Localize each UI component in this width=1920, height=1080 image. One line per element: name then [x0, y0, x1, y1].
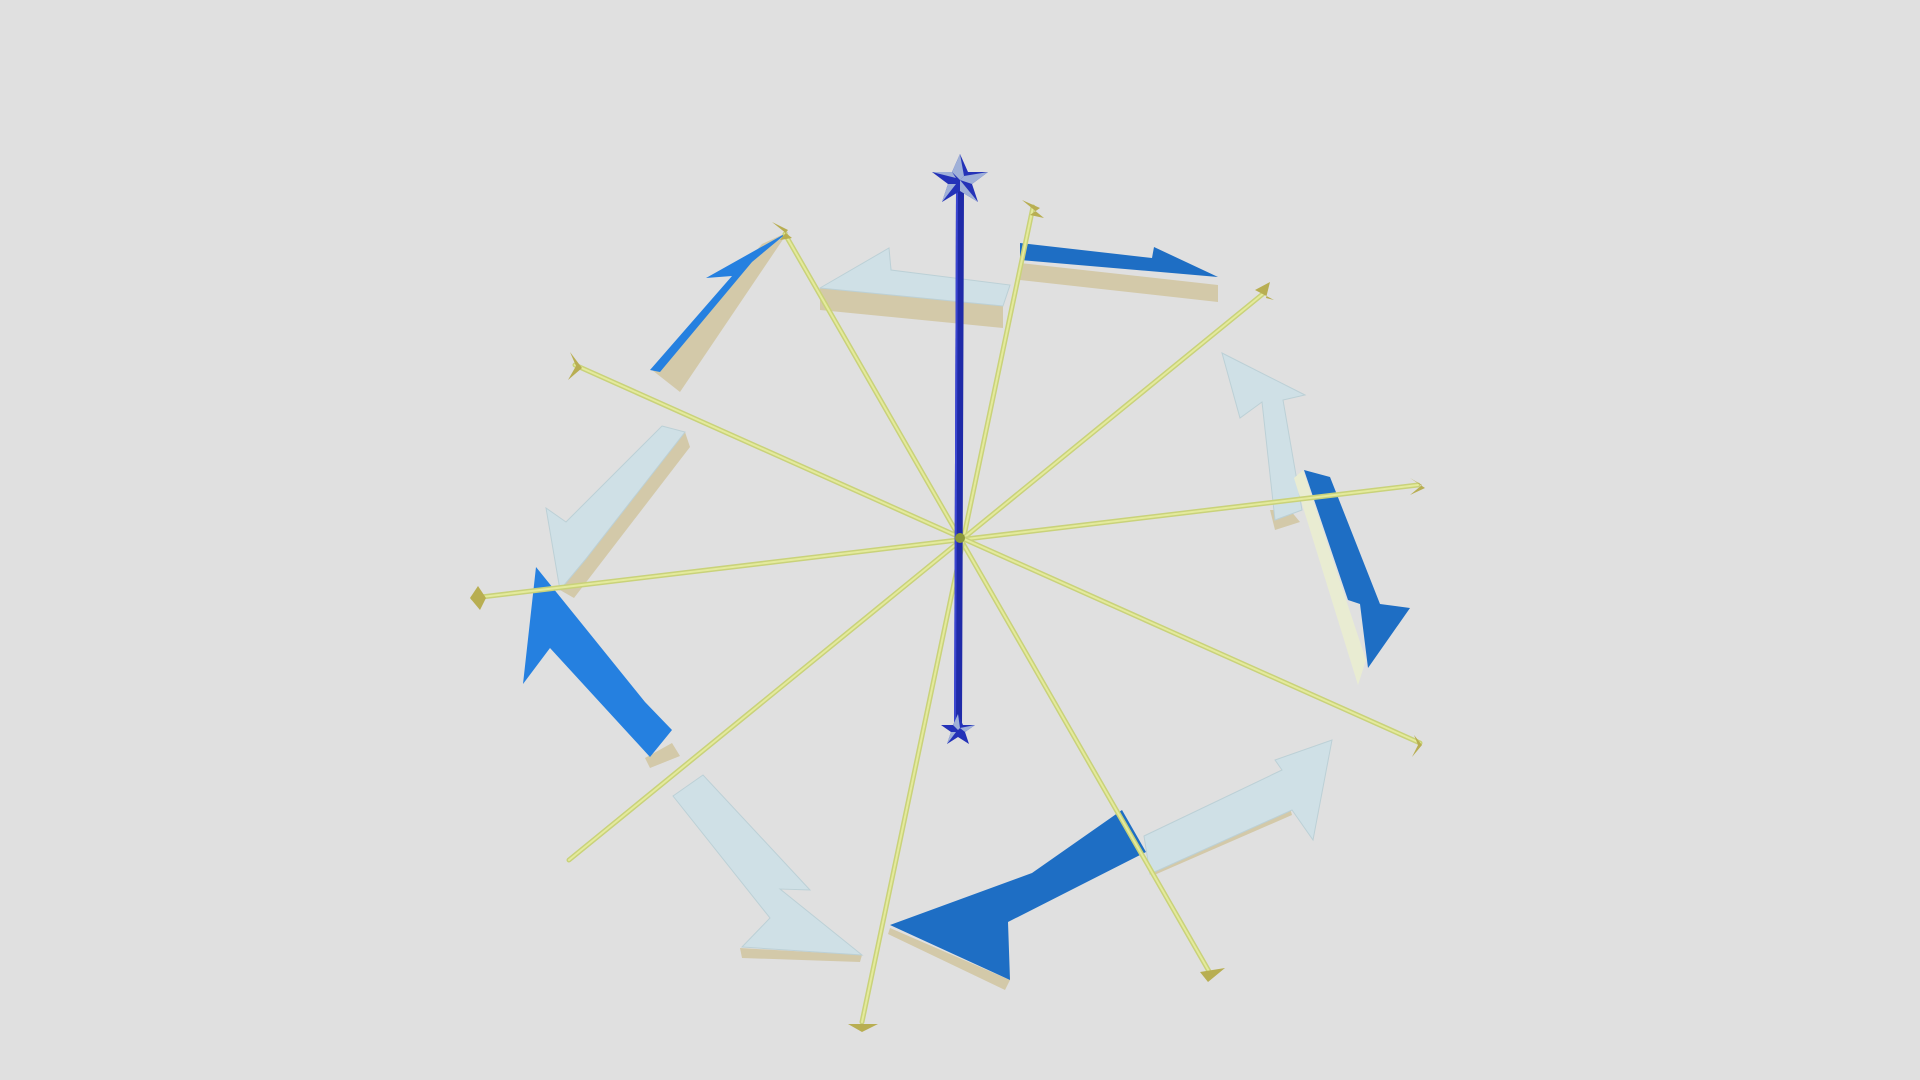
arrow-top-right-dark [1020, 243, 1218, 302]
rod-group [470, 200, 1425, 1032]
rod-1-tip-top [772, 222, 792, 240]
arrow-right-pale [1221, 352, 1307, 530]
rod-4-tip-left [470, 586, 486, 610]
rod-1 [772, 222, 1225, 982]
rod-4 [470, 478, 1425, 610]
arrow-bottom-right-pale [1143, 739, 1333, 876]
arrow-lower-left-bright [523, 567, 680, 768]
arrow-bottom-center-dark [888, 810, 1146, 990]
star-icon-top [932, 154, 988, 202]
rod-5-tip-right [1412, 735, 1422, 757]
arrow-upper-left-bright [650, 232, 788, 392]
arrow-ring [523, 232, 1410, 990]
rod-1-tip-bottom [1200, 968, 1225, 982]
rod-2 [848, 200, 1044, 1032]
arrow-right-dark [1294, 470, 1410, 685]
arrow-top-center-pale [818, 247, 1011, 328]
rod-3 [566, 282, 1274, 863]
center-hub [955, 533, 965, 543]
rod-5 [568, 352, 1423, 757]
rod-3-tip-top [1255, 282, 1274, 300]
vertical-axis [954, 188, 964, 732]
arrow-bottom-left-pale [672, 774, 864, 962]
rod-2-tip-top [1022, 200, 1044, 218]
rod-2-tip-bottom [848, 1024, 878, 1032]
star-icon-bottom [941, 714, 975, 744]
rod-4-tip-right [1410, 478, 1425, 495]
rod-5-tip-left [568, 352, 582, 380]
